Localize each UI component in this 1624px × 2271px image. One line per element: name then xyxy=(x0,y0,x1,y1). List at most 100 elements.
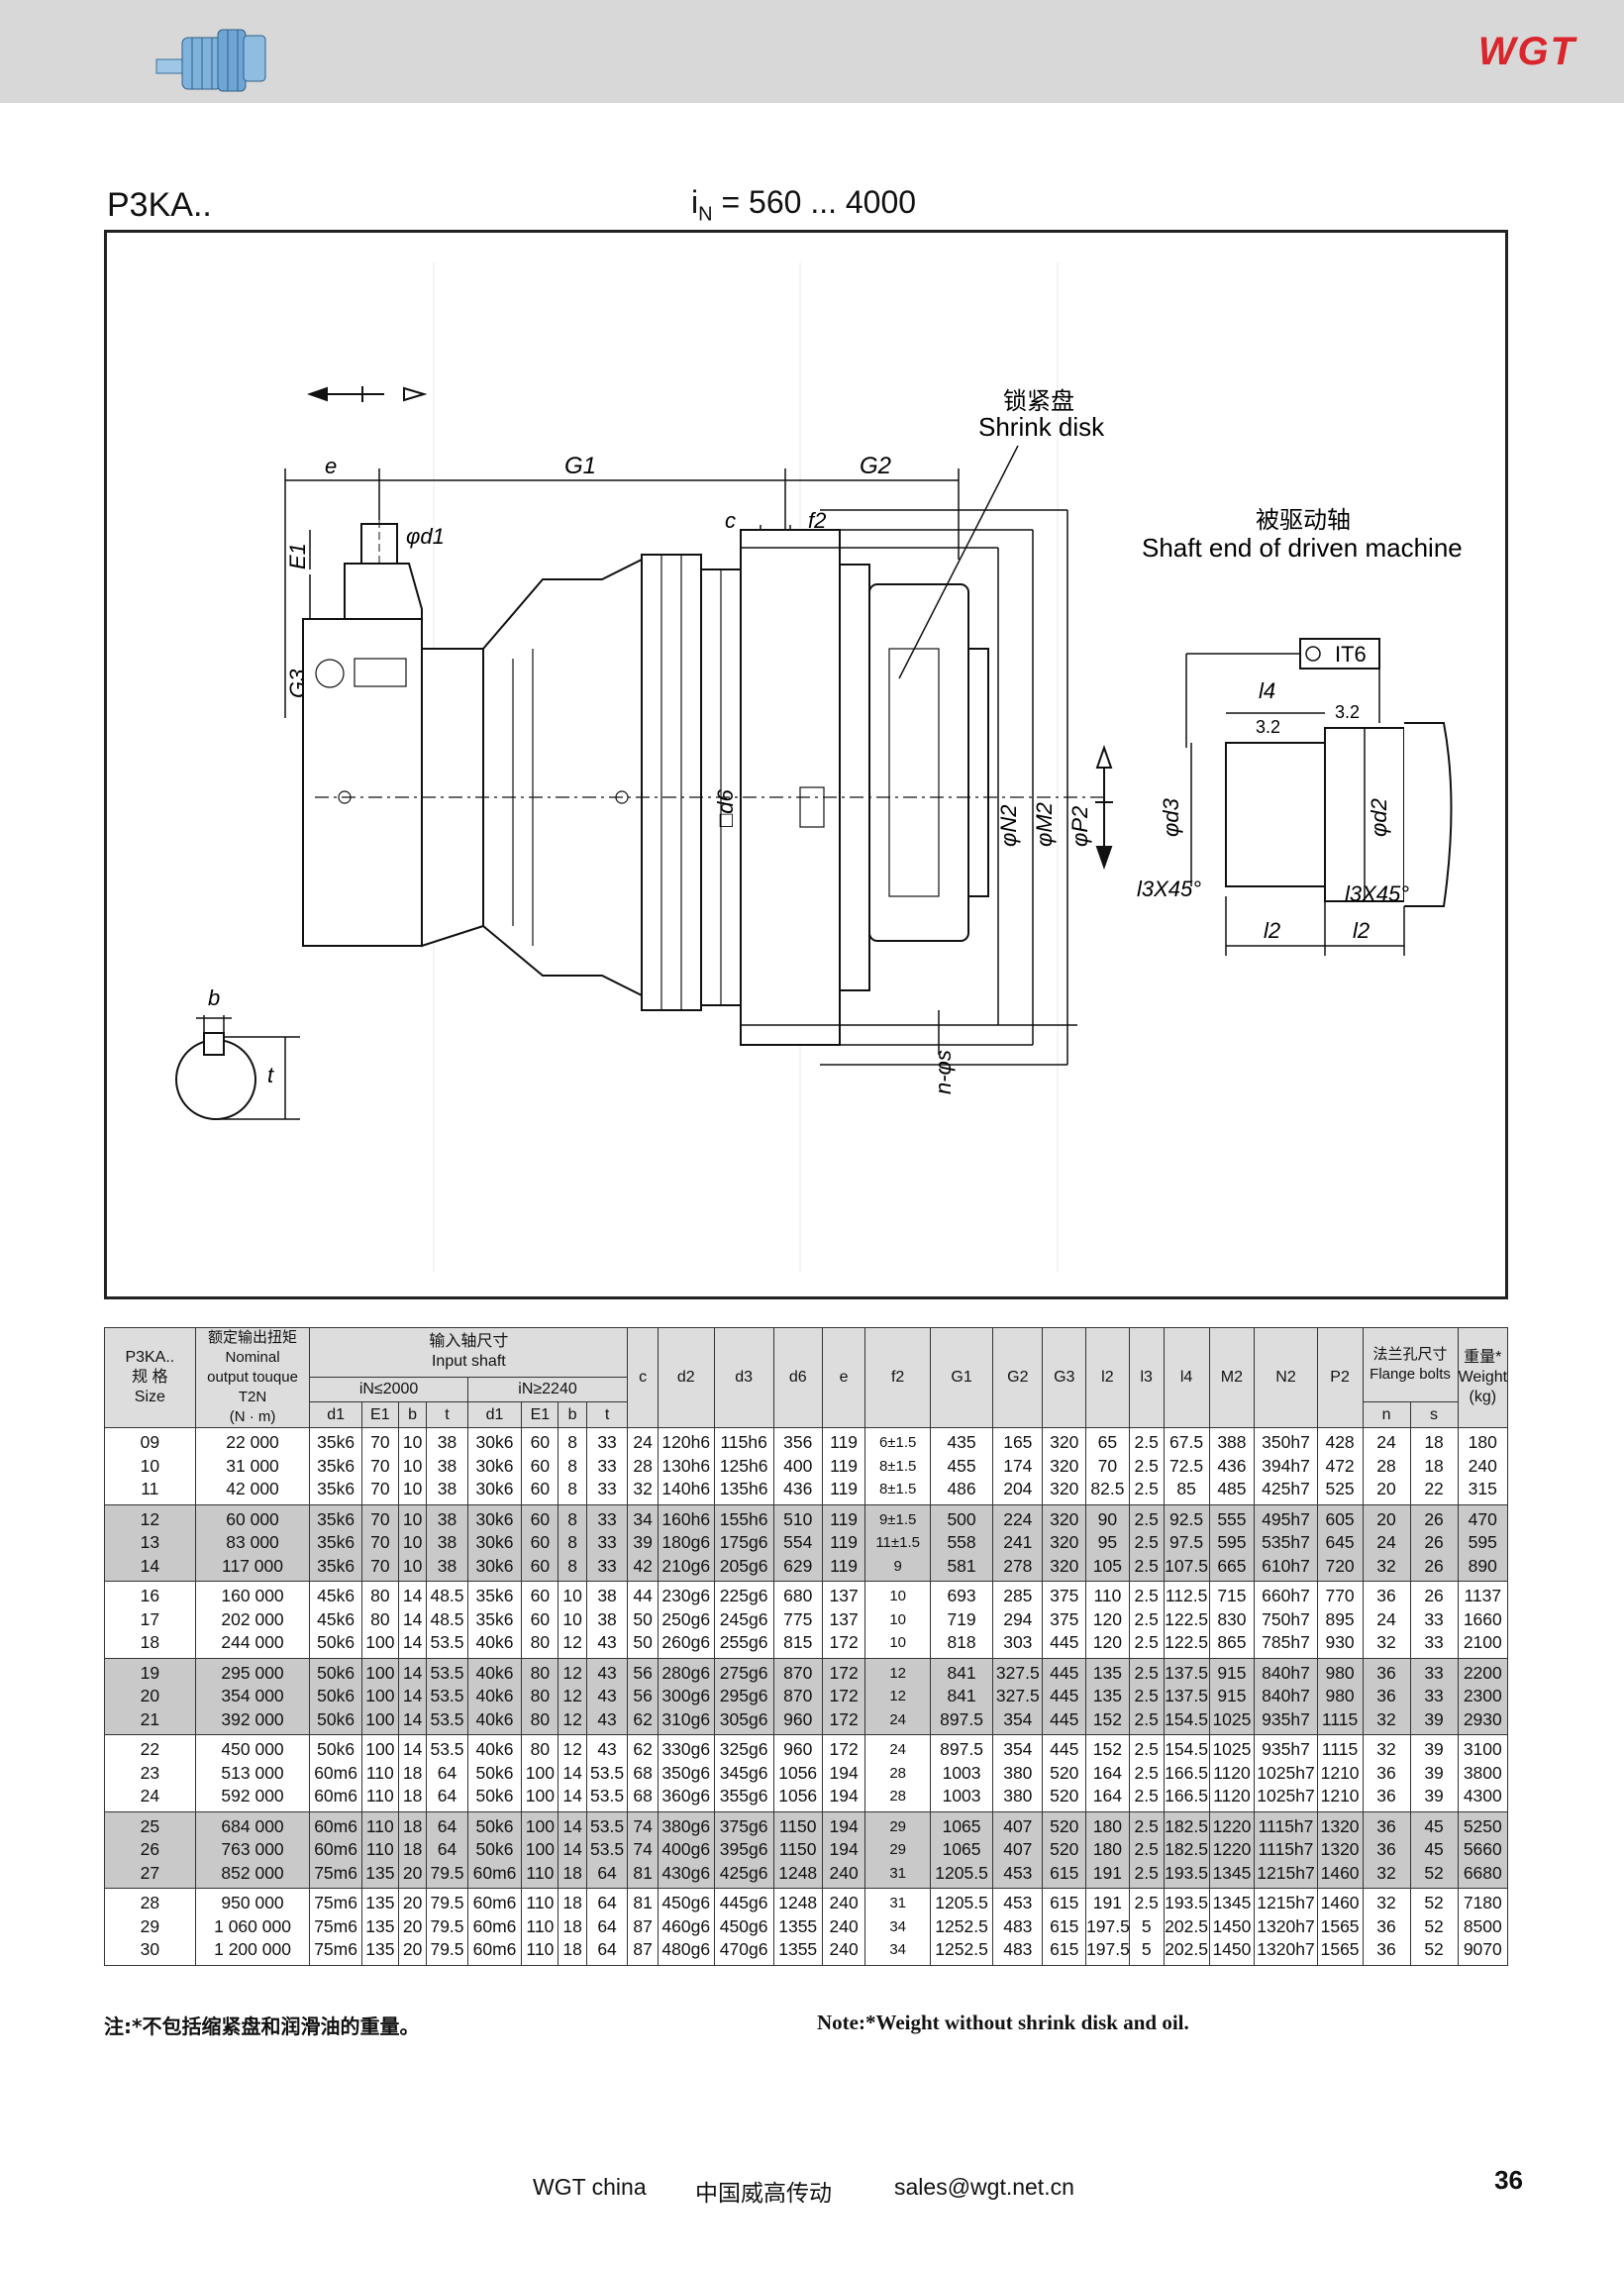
table-cell: 32 36 36 xyxy=(1362,1734,1411,1812)
footer-email[interactable]: sales@wgt.net.cn xyxy=(894,2174,1074,2200)
table-cell: 115h6 125h6 135h6 xyxy=(713,1427,774,1505)
table-cell: 2.5 2.5 2.5 xyxy=(1128,1810,1165,1889)
table-cell: 24 28 20 xyxy=(1362,1427,1411,1505)
table-cell: 180 180 191 xyxy=(1085,1810,1130,1889)
table-cell: 1205.5 1252.5 1252.5 xyxy=(929,1888,994,1966)
table-cell: 280g6 300g6 310g6 xyxy=(657,1657,715,1735)
table-cell: 119 119 119 xyxy=(821,1427,866,1505)
header-weight: 重量* Weight (kg) xyxy=(1457,1327,1509,1428)
table-cell: 20 20 20 xyxy=(397,1888,428,1966)
table-cell: 33 33 39 xyxy=(1409,1657,1459,1735)
table-cell: 60 000 83 000 117 000 xyxy=(194,1503,311,1582)
gearbox-thumbnail-icon xyxy=(155,29,266,92)
table-cell: 119 119 119 xyxy=(821,1503,866,1582)
table-cell: 1460 1565 1565 xyxy=(1316,1888,1364,1966)
table-cell: 684 000 763 000 852 000 xyxy=(194,1810,311,1889)
table-cell: 48.5 48.5 53.5 xyxy=(426,1581,468,1659)
table-cell: 172 194 194 xyxy=(821,1734,866,1812)
dim-label-d6: □d6 xyxy=(713,788,738,827)
dim-label-l2-a: l2 xyxy=(1264,918,1280,943)
dimension-table-wrapper: P3KA.. 规 格 Size 额定输出扭矩 Nominal output to… xyxy=(104,1326,1509,1966)
table-notes: 注:*不包括缩紧盘和润滑油的重量。 Note:*Weight without s… xyxy=(104,2011,1508,2046)
ratio-range: iN = 560 ... 4000 xyxy=(691,184,917,226)
table-cell: 67.5 72.5 85 xyxy=(1163,1427,1210,1505)
table-cell: 30k6 30k6 30k6 xyxy=(466,1503,523,1582)
header-t-low: t xyxy=(426,1401,468,1428)
header-N2: N2 xyxy=(1254,1327,1318,1428)
brand-logo: WGT xyxy=(1477,30,1576,73)
header-f2: f2 xyxy=(864,1327,931,1428)
table-cell: 137.5 137.5 154.5 xyxy=(1163,1657,1210,1735)
tolerance-IT6: IT6 xyxy=(1335,642,1367,667)
table-cell: 1025 1120 1120 xyxy=(1208,1734,1256,1812)
dim-label-l3-b: l3X45° xyxy=(1345,881,1409,906)
table-cell: 10 10 10 xyxy=(397,1427,428,1505)
table-cell: 180 240 315 xyxy=(1457,1427,1509,1505)
table-cell: 120h6 130h6 140h6 xyxy=(657,1427,715,1505)
table-cell: 500 558 581 xyxy=(929,1503,994,1582)
header-flange-bolts: 法兰孔尺寸 Flange bolts xyxy=(1362,1326,1459,1403)
table-cell: 44 50 50 xyxy=(627,1581,659,1659)
header-torque: 额定输出扭矩 Nominal output touque T2N (N · m) xyxy=(194,1327,311,1428)
table-cell: 38 38 38 xyxy=(426,1503,468,1582)
table-cell: 74 74 81 xyxy=(627,1810,659,1889)
table-cell: 354 380 380 xyxy=(992,1734,1044,1812)
table-cell: 12 12 12 xyxy=(558,1657,587,1735)
header-l4: l4 xyxy=(1163,1327,1210,1428)
roughness-3-2-a: 3.2 xyxy=(1256,717,1280,737)
footer-company-cn: 中国威高传动 xyxy=(695,2181,832,2207)
table-cell: 30k6 30k6 30k6 xyxy=(466,1427,523,1505)
table-cell: 26 26 26 xyxy=(1409,1503,1459,1582)
table-cell: 18 18 22 xyxy=(1409,1427,1459,1505)
table-cell: 24 28 28 xyxy=(864,1734,931,1812)
table-cell: 79.5 79.5 79.5 xyxy=(426,1888,468,1966)
header-ratio-high: iN≥2240 xyxy=(466,1376,629,1403)
table-cell: 12 12 24 xyxy=(864,1657,931,1735)
table-cell: 380g6 400g6 430g6 xyxy=(657,1810,715,1889)
table-cell: 31 34 34 xyxy=(864,1888,931,1966)
table-cell: 2.5 2.5 2.5 xyxy=(1128,1503,1165,1582)
table-cell: 43 43 43 xyxy=(585,1657,629,1735)
table-cell: 1220 1220 1345 xyxy=(1208,1810,1256,1889)
table-cell: 110 110 110 xyxy=(521,1888,559,1966)
dim-label-G1: G1 xyxy=(564,453,596,479)
dim-label-d1: φd1 xyxy=(406,524,445,549)
table-cell: 154.5 166.5 166.5 xyxy=(1163,1734,1210,1812)
header-b-low: b xyxy=(397,1401,428,1428)
table-cell: 80 80 100 xyxy=(360,1581,399,1659)
dim-label-b: b xyxy=(208,985,220,1010)
dim-label-f2: f2 xyxy=(808,508,826,533)
table-cell: 770 895 930 xyxy=(1316,1581,1364,1659)
table-cell: 980 980 1115 xyxy=(1316,1657,1364,1735)
table-cell: 65 70 82.5 xyxy=(1085,1427,1130,1505)
table-cell: 935h7 1025h7 1025h7 xyxy=(1254,1734,1318,1812)
table-cell: 81 87 87 xyxy=(627,1888,659,1966)
driven-shaft-en: Shaft end of driven machine xyxy=(1142,533,1463,563)
table-cell: 33 33 33 xyxy=(585,1503,629,1582)
header-size: P3KA.. 规 格 Size xyxy=(104,1327,196,1428)
page-number: 36 xyxy=(1494,2165,1523,2195)
footer-company: WGT china xyxy=(533,2174,647,2200)
table-cell: 285 294 303 xyxy=(992,1581,1044,1659)
header-e: e xyxy=(821,1327,866,1428)
table-cell: 275g6 295g6 305g6 xyxy=(713,1657,774,1735)
table-cell: 24 28 32 xyxy=(627,1427,659,1505)
table-cell: 12 13 14 xyxy=(104,1503,196,1582)
table-cell: 160h6 180g6 210g6 xyxy=(657,1503,715,1582)
table-cell: 35k6 35k6 35k6 xyxy=(309,1427,362,1505)
table-cell: 915 915 1025 xyxy=(1208,1657,1256,1735)
table-cell: 605 645 720 xyxy=(1316,1503,1364,1582)
table-cell: 327.5 327.5 354 xyxy=(992,1657,1044,1735)
header-input-shaft: 输入轴尺寸 Input shaft xyxy=(309,1327,629,1378)
dim-label-M2: φM2 xyxy=(1032,802,1057,847)
table-cell: 45k6 45k6 50k6 xyxy=(309,1581,362,1659)
table-cell: 182.5 182.5 193.5 xyxy=(1163,1810,1210,1889)
header-G1: G1 xyxy=(929,1327,994,1428)
table-cell: 92.5 97.5 107.5 xyxy=(1163,1503,1210,1582)
table-cell: 39 39 39 xyxy=(1409,1734,1459,1812)
table-cell: 960 1056 1056 xyxy=(772,1734,823,1812)
dim-label-l4: l4 xyxy=(1259,678,1275,703)
header-E1-low: E1 xyxy=(360,1401,399,1428)
